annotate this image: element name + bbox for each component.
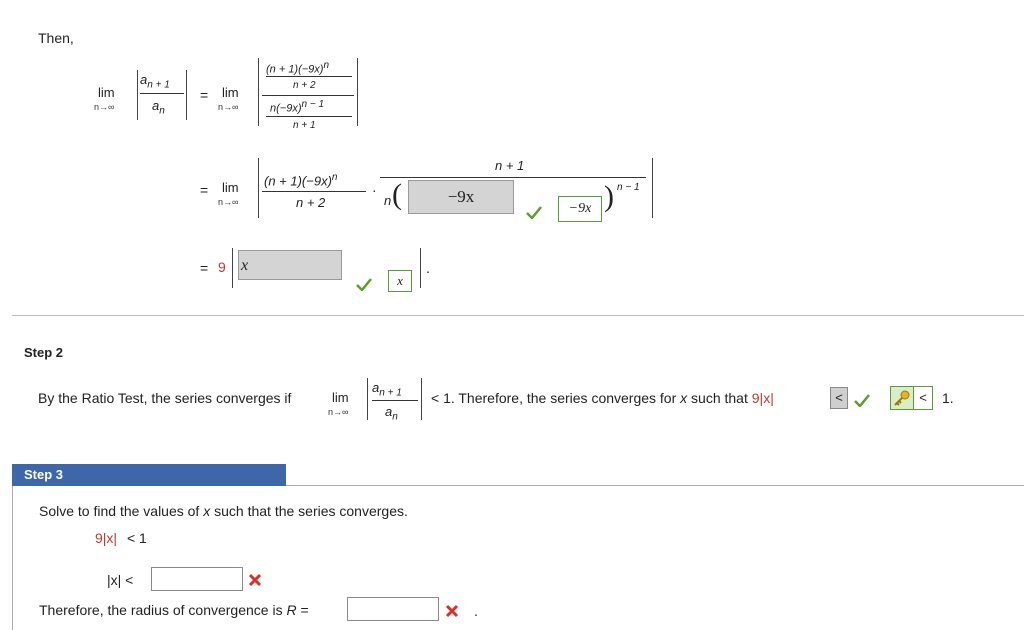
then-label: Then, [38,30,74,46]
lim-label: lim [332,390,349,405]
r-variable: R [286,602,297,618]
a-n-subscript: n [159,105,165,117]
one-period: 1. [942,390,954,406]
answer-box-less-than[interactable]: < [830,387,848,409]
open-paren: ( [392,178,402,211]
period: . [474,603,478,619]
abs-bar-right [421,378,422,420]
lim-subscript: n→∞ [94,102,115,112]
x-variable: x [203,503,211,519]
line2-numerator: (n + 1)(−9x) [264,173,332,189]
equals-sign: = [200,260,209,276]
step3-header-line [286,485,1024,486]
line2-denominator: n + 2 [296,195,326,210]
abs-bar-left [367,378,368,420]
fraction-line [380,177,646,178]
abs-bar-right [357,58,358,126]
cross-icon [248,573,262,587]
exponent-n-minus-1: n − 1 [301,99,325,110]
expr-9abs-x: 9|x| [751,390,774,406]
correct-answer-minus-9x: −9x [558,196,602,222]
lim-label: lim [222,180,239,195]
abs-bar-right [420,248,421,288]
step3-instruction: Solve to find the values of [39,503,200,519]
denominator-top: n(−9x) [270,102,302,115]
a-n1-subscript: n + 1 [379,387,402,399]
x-variable: x [680,390,688,406]
lim-subscript: n→∞ [218,102,239,112]
multiply-dot: · [372,182,377,198]
abs-bar-left [258,158,259,218]
radius-text: Therefore, the radius of convergence is [39,602,283,618]
coef-9: 9 [218,259,226,275]
period: . [426,260,430,276]
numerator-bottom: n + 2 [293,80,316,91]
check-icon [854,394,870,407]
a-n: a [152,98,160,113]
step3-instruction-end: such that the series converges. [214,503,408,519]
abs-bar-right [652,158,653,218]
step2-text-after: < 1. Therefore, the series converges for [431,390,677,406]
a-n1-subscript: n + 1 [147,79,170,91]
step3-side-line [12,486,13,630]
line2-right-numerator: n + 1 [495,158,525,173]
abs-x-input[interactable] [151,567,243,591]
fraction-line [262,191,366,192]
ineq2-lhs: |x| < [107,572,134,588]
step2-label: Step 2 [24,345,64,360]
a-n-subscript: n [392,411,398,423]
ineq1-rhs: < 1 [126,530,147,546]
inner-fraction-line [266,76,352,77]
radius-input[interactable] [347,597,439,621]
main-fraction-line [262,95,354,96]
numerator-top: (n + 1)(−9x) [266,63,324,76]
exponent-n-minus-1: n − 1 [617,182,640,193]
section-divider [12,315,1024,316]
fraction-line [140,93,184,94]
fraction-line [372,400,418,401]
abs-bar-right [186,70,187,120]
abs-bar-left [232,248,233,288]
check-icon [356,278,372,291]
check-icon [526,206,542,219]
abs-bar-left [137,70,138,120]
step3-label: Step 3 [24,467,64,482]
close-paren: ) [604,180,614,213]
abs-bar-left [258,58,259,126]
lim-subscript: n→∞ [218,197,239,207]
key-icon[interactable] [890,386,914,410]
denominator-bottom: n + 1 [293,120,316,131]
lim-label: lim [98,85,115,100]
a-n: a [385,404,393,419]
step3-header [12,464,286,486]
answer-box-minus-9x[interactable]: −9x [408,180,514,214]
line2-n: n [384,193,392,208]
equals-sign: = [300,602,309,618]
inner-fraction-line [266,116,352,117]
step2-text-before: By the Ratio Test, the series converges … [38,390,292,406]
such-that: such that [691,390,748,406]
exponent-n: n [331,172,338,183]
ineq1-lhs: 9|x| [95,530,118,546]
exponent-n: n [323,60,330,71]
lim-label: lim [222,85,239,100]
correct-answer-x: x [388,270,412,292]
correct-answer-less-than: < [913,386,933,410]
a-n1: a [372,380,380,395]
cross-icon [445,604,459,618]
a-n1: a [140,72,148,87]
equals-sign: = [200,87,209,103]
equals-sign: = [200,182,209,198]
lim-subscript: n→∞ [328,407,349,417]
answer-box-x[interactable]: x [238,250,342,280]
